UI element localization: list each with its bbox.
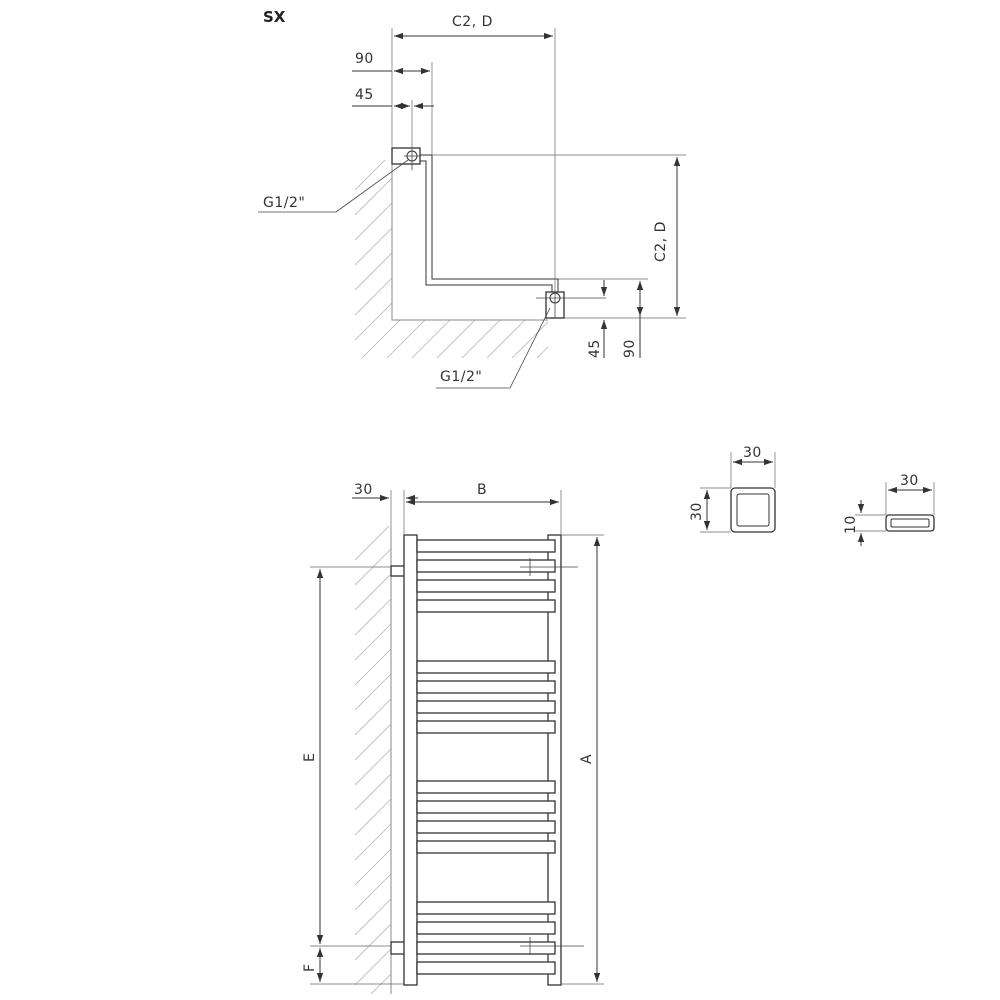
- dim-wall-gap: 30: [354, 482, 373, 498]
- dim-top-90: 90: [355, 51, 374, 67]
- dim-bottom-90: 90: [622, 339, 638, 358]
- dim-foot-f: F: [302, 963, 318, 972]
- dim-vertical-drop: C2, D: [653, 221, 669, 262]
- dim-top-45: 45: [355, 87, 374, 103]
- dim-spacing-e: E: [302, 753, 318, 762]
- wall-hatching-front: [355, 526, 391, 994]
- dim-top-width: C2, D: [452, 14, 493, 30]
- radiator-tube-inner: [420, 160, 553, 293]
- label-connection-top: G1/2": [263, 195, 305, 211]
- profile-square-width: 30: [743, 445, 762, 461]
- left-collector: [403, 534, 418, 986]
- wall-bracket-top: [390, 565, 406, 577]
- front-view: 30 B A E F: [302, 482, 604, 994]
- top-view: C2, D 90 45 G1/2" C2, D 45 90 G1/2": [258, 14, 686, 389]
- dim-width-b: B: [477, 482, 487, 498]
- profile-flat-width: 30: [900, 473, 919, 489]
- profile-square: 30 30: [689, 445, 776, 533]
- drawing-title: SX: [263, 8, 286, 26]
- wall-corner-edge: [391, 155, 548, 321]
- wall-bracket-bottom: [390, 941, 406, 955]
- right-collector: [547, 534, 562, 986]
- rails: [416, 539, 556, 975]
- radiator-tube-outer: [420, 154, 559, 293]
- label-connection-bottom: G1/2": [440, 369, 482, 385]
- dim-height-a: A: [579, 754, 595, 764]
- profile-flat-height: 10: [843, 515, 859, 534]
- profile-square-height: 30: [689, 502, 705, 521]
- dim-bottom-45: 45: [587, 339, 603, 358]
- wall-hatching-top: [355, 160, 548, 358]
- profile-flat: 30 10: [843, 473, 935, 546]
